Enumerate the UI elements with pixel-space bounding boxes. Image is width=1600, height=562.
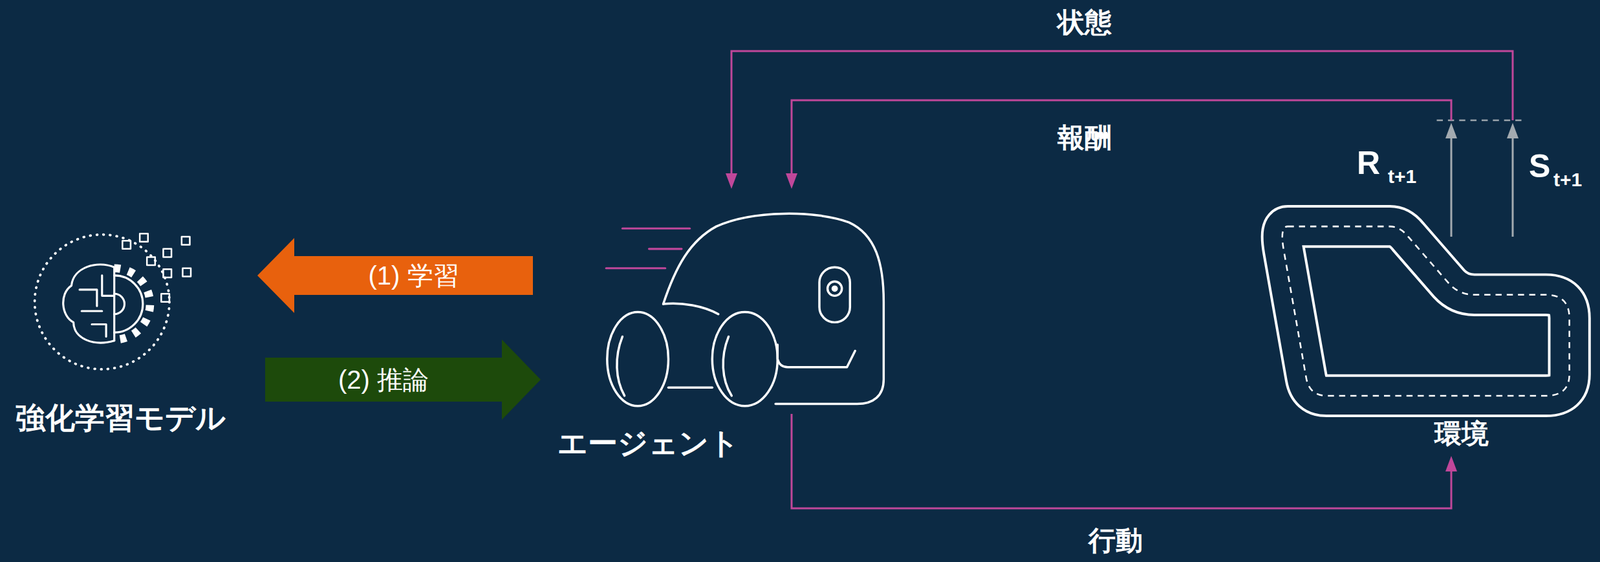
connector-line	[791, 413, 1452, 509]
dotted-ring	[34, 234, 170, 370]
car-eye	[819, 267, 850, 323]
pixel-square	[181, 236, 191, 246]
agent-node: エージェント	[534, 188, 888, 414]
gear-body	[114, 275, 143, 333]
brain-divider	[113, 267, 116, 341]
rear-wheel-inner	[723, 336, 732, 396]
car-underside	[668, 386, 713, 389]
block-arrow	[257, 237, 533, 314]
pixel-square	[122, 240, 131, 249]
speed-line	[622, 227, 690, 230]
car-body-line	[663, 303, 719, 315]
model-node: 強化学習モデル	[9, 213, 256, 447]
track-surface	[1282, 226, 1570, 396]
brain-folds	[79, 275, 115, 337]
front-wheel	[607, 312, 669, 407]
boundary-dash	[1437, 119, 1524, 122]
connector-line	[791, 100, 1452, 174]
environment-label: 環境	[1434, 417, 1489, 451]
speed-line	[648, 247, 682, 250]
car-icon	[607, 213, 885, 406]
signal-arrow	[1450, 138, 1453, 237]
signal-arrowhead	[1506, 122, 1519, 139]
track-icon	[1282, 226, 1570, 396]
action-connector	[791, 413, 1458, 509]
gear-teeth	[114, 268, 151, 340]
rear-wheel	[712, 312, 778, 407]
pixel-square	[182, 268, 191, 277]
state-connector	[725, 51, 1519, 237]
speed-lines	[605, 228, 690, 269]
pixel-square	[139, 233, 149, 242]
track-outline	[1282, 226, 1570, 396]
pixel-square	[162, 248, 172, 258]
arrowhead	[725, 173, 738, 189]
environment-node: 環境	[1255, 236, 1593, 456]
agent-label: エージェント	[557, 425, 740, 462]
inference-arrow	[265, 339, 541, 420]
front-wheel-inner	[616, 336, 625, 396]
learning-arrow	[257, 237, 533, 314]
edge-label: 状態	[1053, 6, 1116, 39]
time-subscript: t+1	[1387, 164, 1417, 189]
track-centerline	[1282, 226, 1570, 396]
brain-outline	[63, 264, 115, 343]
block-arrow	[265, 339, 541, 420]
edge-label: (2) 推論	[338, 364, 429, 396]
connector-line	[731, 51, 1513, 174]
reward-symbol: R	[1356, 143, 1381, 183]
edge-label: (1) 学習	[368, 259, 460, 292]
car-body	[663, 213, 885, 404]
edge-label: 報酬	[1053, 121, 1116, 154]
speed-line	[605, 267, 666, 270]
model-label: 強化学習モデル	[15, 400, 226, 436]
car-pupil	[827, 281, 843, 296]
arrowhead	[1445, 455, 1458, 472]
pixel-square	[146, 256, 156, 266]
gear-hub	[114, 293, 125, 315]
car-cockpit	[777, 344, 855, 368]
car-pupil-dot	[832, 286, 837, 291]
arrowhead	[785, 173, 798, 189]
model-icon	[34, 233, 191, 370]
pixel-square	[161, 293, 170, 303]
pixel-square	[162, 269, 172, 278]
time-subscript: t+1	[1553, 168, 1582, 192]
edge-label: 行動	[1084, 524, 1147, 557]
reward-connector	[785, 100, 1458, 237]
signal-arrow	[1512, 138, 1514, 237]
signal-arrowhead	[1445, 122, 1458, 139]
state-symbol: S	[1528, 146, 1551, 186]
